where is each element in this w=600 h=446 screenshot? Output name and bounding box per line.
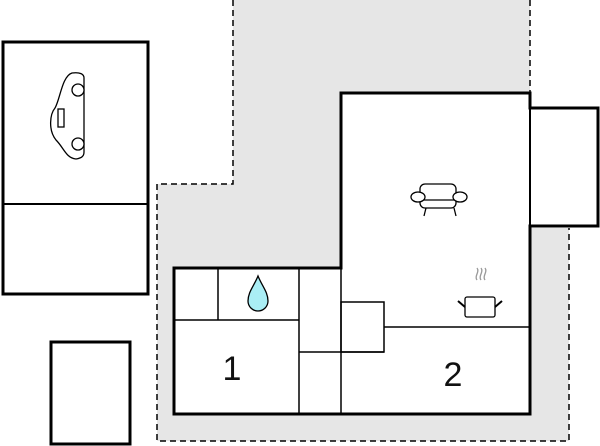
water-drop-icon bbox=[247, 274, 269, 312]
room-label-1: 1 bbox=[223, 350, 242, 388]
terrace-outline bbox=[156, 0, 570, 442]
shed bbox=[49, 340, 132, 446]
terrace-area bbox=[157, 0, 569, 441]
sofa-icon bbox=[410, 183, 468, 217]
car-icon bbox=[49, 72, 85, 160]
interior-walls bbox=[174, 268, 530, 414]
cooking-pot-icon bbox=[457, 267, 503, 318]
room-label-2: 2 bbox=[444, 356, 463, 394]
